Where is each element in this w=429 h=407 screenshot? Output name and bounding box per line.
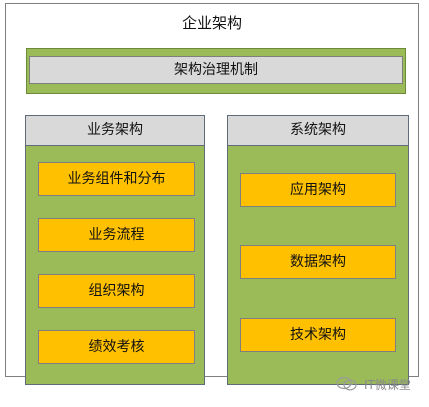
watermark-text: IT微课堂 <box>364 377 411 392</box>
wechat-icon <box>336 376 357 391</box>
performance-assessment-item: 绩效考核 <box>38 330 195 364</box>
governance-box: 架构治理机制 <box>29 56 403 84</box>
business-component-distribution-item: 业务组件和分布 <box>38 162 195 196</box>
organization-architecture-item: 组织架构 <box>38 274 195 308</box>
business-architecture-header: 业务架构 <box>26 116 204 146</box>
business-architecture-panel: 业务架构 业务组件和分布 业务流程 组织架构 绩效考核 <box>25 115 205 385</box>
governance-band: 架构治理机制 <box>26 48 406 94</box>
business-process-item: 业务流程 <box>38 218 195 252</box>
diagram-title: 企业架构 <box>181 14 242 32</box>
technology-architecture-item: 技术架构 <box>240 318 396 352</box>
watermark: IT微课堂 <box>336 373 411 395</box>
application-architecture-item: 应用架构 <box>240 173 396 207</box>
data-architecture-item: 数据架构 <box>240 245 396 279</box>
enterprise-architecture-frame: 企业架构 架构治理机制 业务架构 业务组件和分布 业务流程 组织架构 绩效考核 … <box>5 3 419 385</box>
system-architecture-panel: 系统架构 应用架构 数据架构 技术架构 <box>227 115 409 385</box>
system-architecture-header: 系统架构 <box>228 116 408 146</box>
